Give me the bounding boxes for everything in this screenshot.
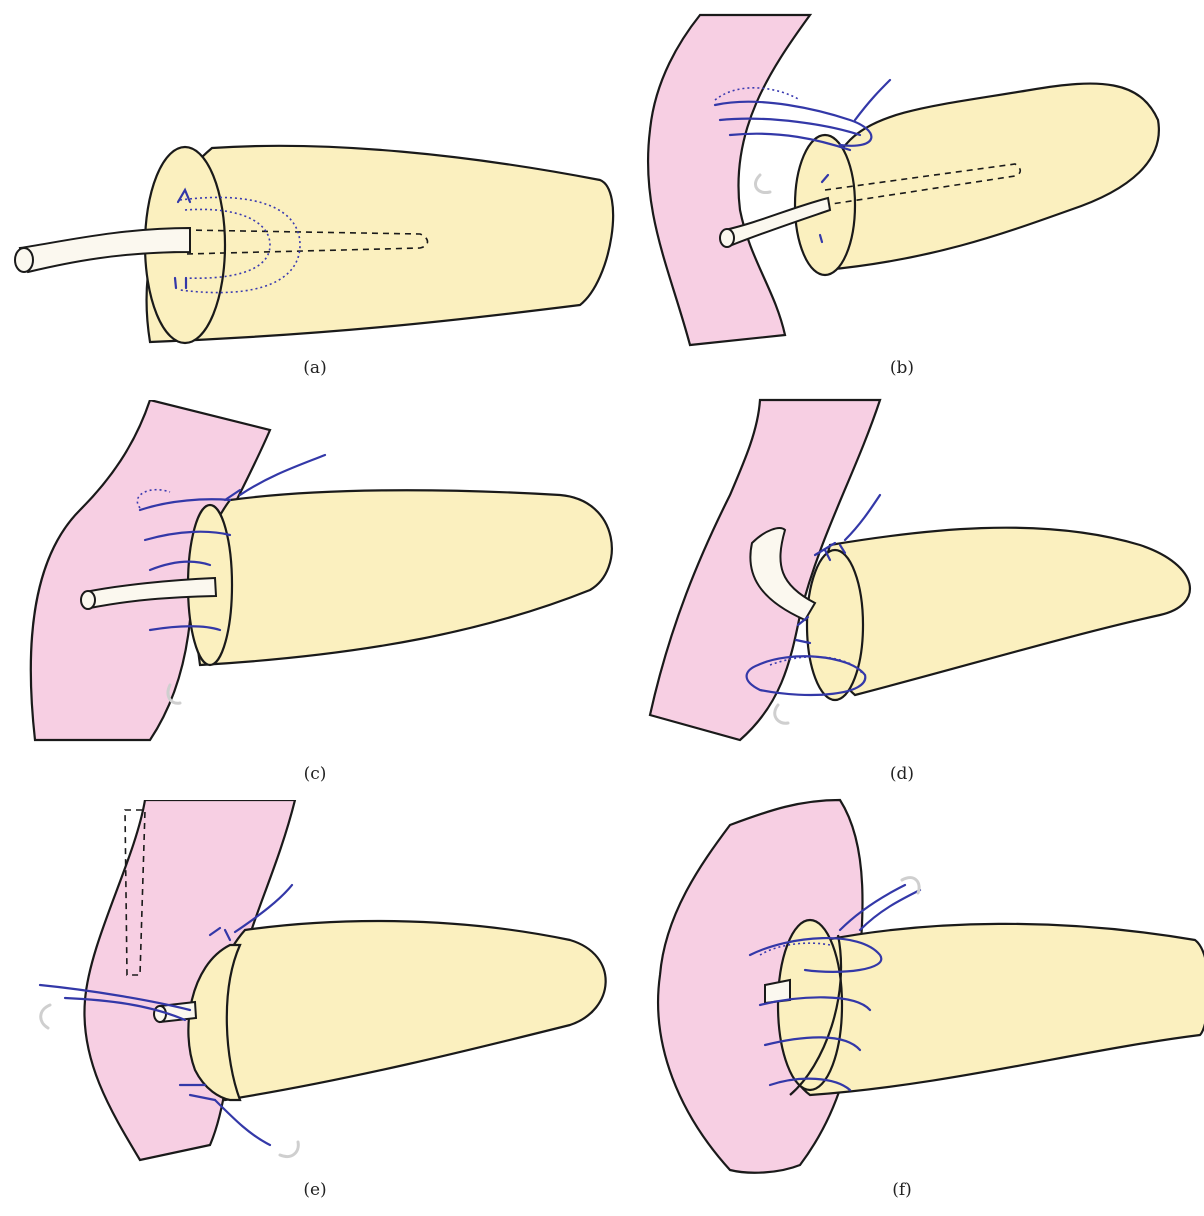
pancreas-stump [196, 490, 612, 665]
panel-d [640, 395, 1204, 755]
suture-tail [845, 495, 880, 540]
caption-e: (e) [285, 1180, 345, 1200]
stent-tube-end [15, 248, 33, 272]
pancreas-stump [782, 924, 1204, 1095]
cut-surface [807, 550, 863, 700]
bowel-loop [648, 15, 810, 345]
panel-b-drawing [600, 10, 1204, 350]
panel-a [0, 130, 620, 360]
needle [775, 705, 788, 723]
caption-f: (f) [872, 1180, 932, 1200]
panel-e [30, 800, 620, 1180]
cut-surface [778, 920, 842, 1090]
panel-d-drawing [640, 395, 1204, 755]
suture-tail-lower [215, 1100, 270, 1145]
suture-tail [855, 80, 890, 120]
caption-d: (d) [872, 764, 932, 784]
pancreas-stump [212, 921, 606, 1100]
pancreas-stump [822, 528, 1190, 695]
panel-e-drawing [30, 800, 620, 1180]
panel-a-drawing [0, 130, 620, 360]
panel-c [20, 400, 620, 750]
panel-b [600, 10, 1204, 350]
panel-c-drawing [20, 400, 620, 750]
panel-f [640, 795, 1204, 1185]
pancreas-stump [818, 84, 1159, 270]
stent-tube-end [154, 1006, 166, 1022]
needle [755, 175, 770, 193]
suture-tail-2 [860, 890, 920, 930]
needle-left [41, 1005, 50, 1028]
stent-tube-end [81, 591, 95, 609]
panel-f-drawing [640, 795, 1204, 1185]
caption-c: (c) [285, 764, 345, 784]
stent-tube-end [720, 229, 734, 247]
caption-b: (b) [872, 358, 932, 378]
needle-right [280, 1142, 298, 1157]
caption-a: (a) [285, 358, 345, 378]
